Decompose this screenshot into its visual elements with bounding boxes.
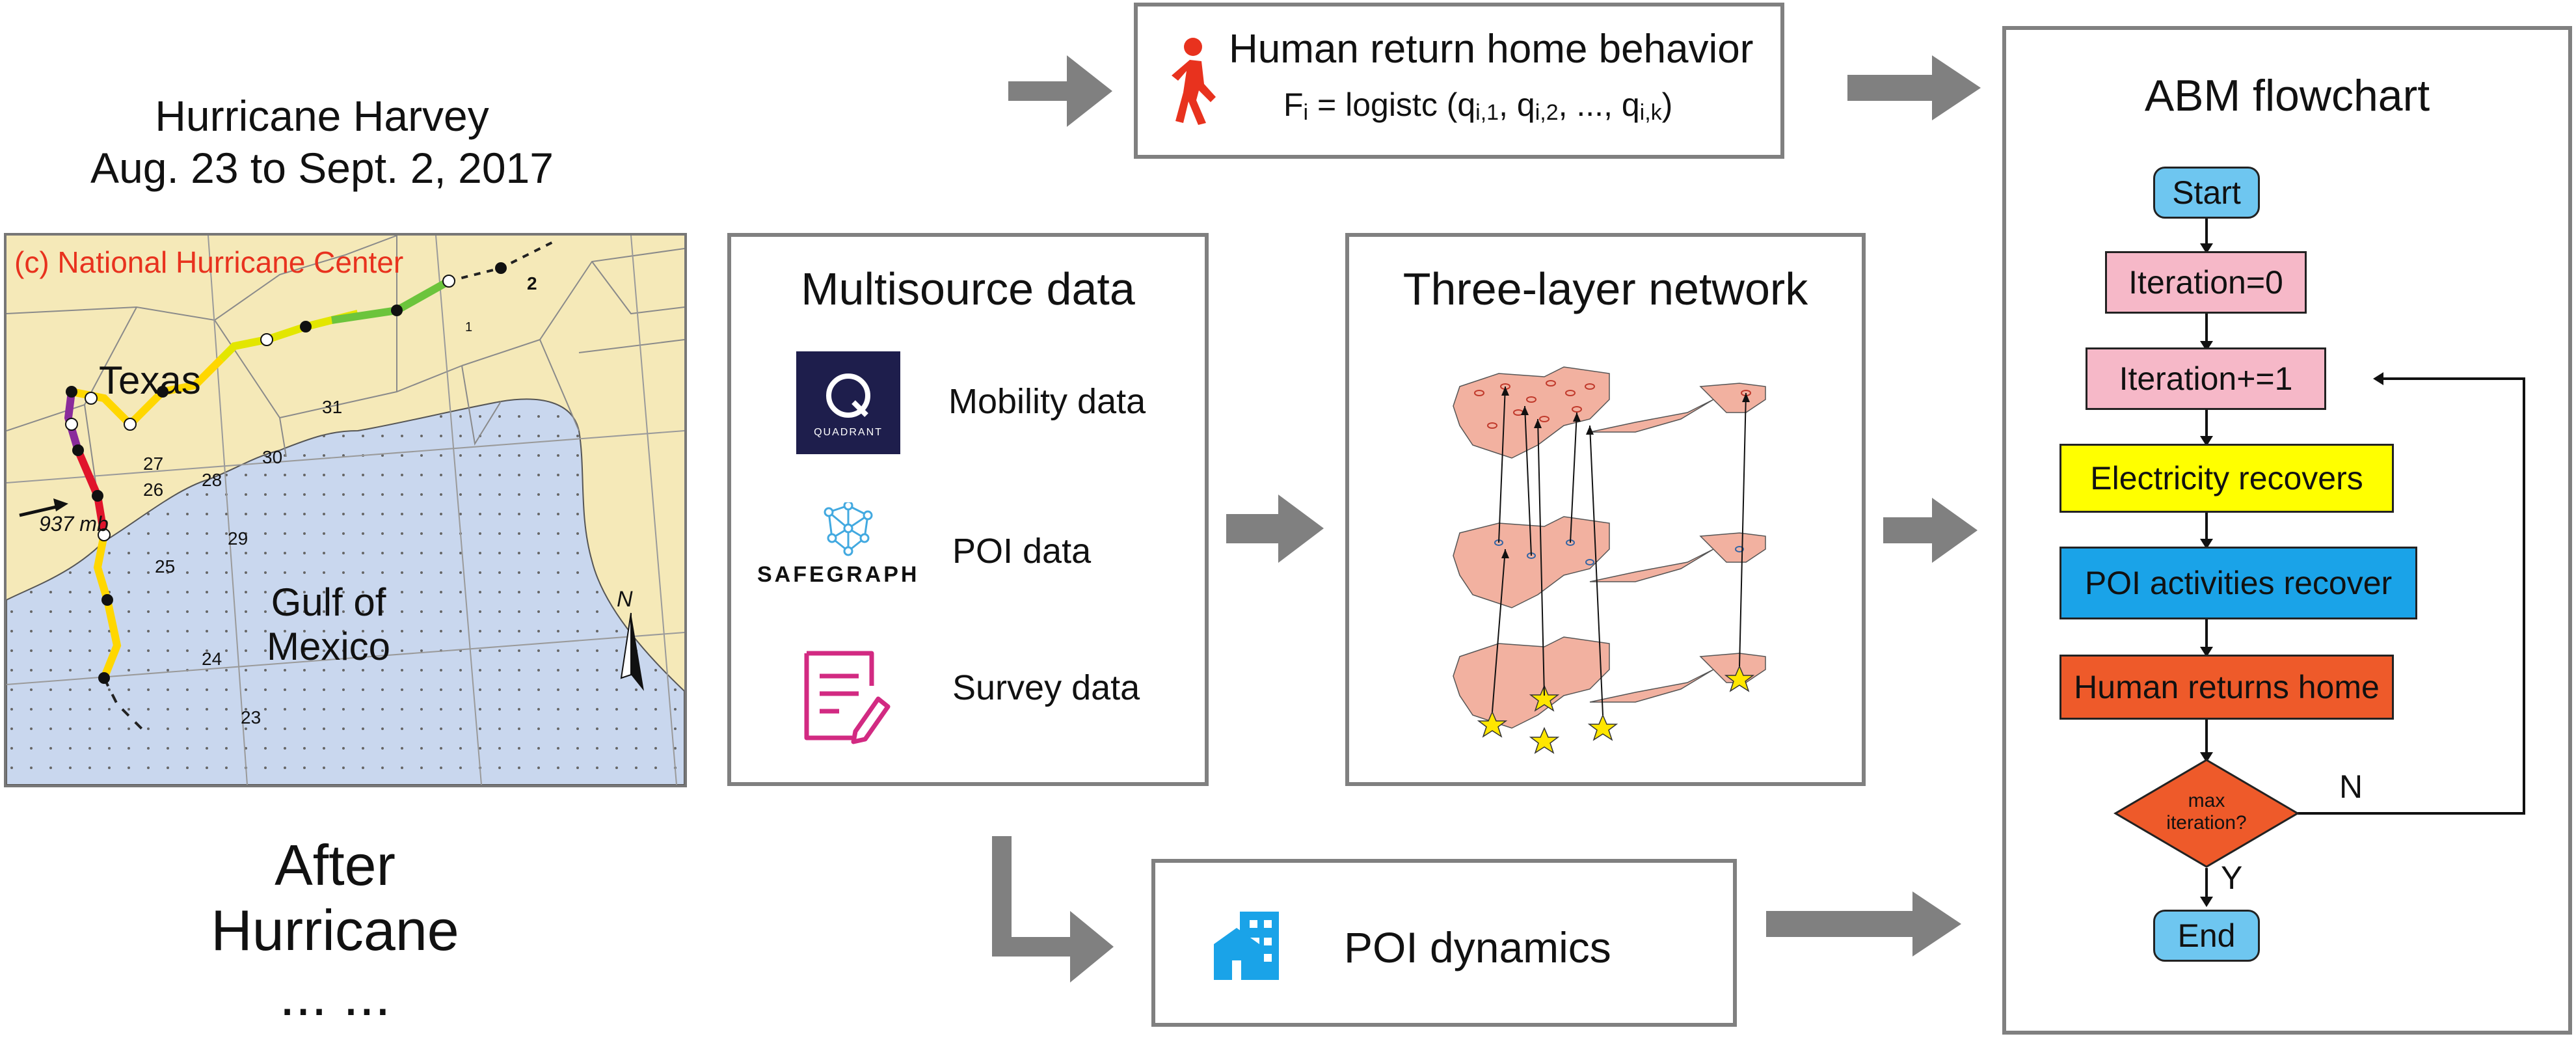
- network-diagram: [1453, 366, 1766, 754]
- formula-sep2: , ..., q: [1558, 87, 1640, 123]
- decision-line2: iteration?: [2166, 812, 2247, 834]
- mobility-data-label: Mobility data: [948, 382, 1146, 421]
- formula-sub1: i,1: [1475, 100, 1499, 125]
- map-layer-top: [1453, 366, 1610, 459]
- poi-activities-recover-node: POI activities recover: [2059, 547, 2417, 619]
- after-line3: ... ...: [279, 963, 391, 1027]
- decision-line1: max: [2188, 790, 2225, 811]
- day-label-26: 26: [143, 480, 164, 500]
- elbow-arrow-down: [992, 836, 1114, 983]
- safegraph-logo: SAFEGRAPH: [757, 500, 939, 587]
- day-label-30: 30: [262, 447, 283, 467]
- quadrant-logo-text: QUADRANT: [814, 427, 883, 438]
- map-layer-bottom: [1453, 636, 1610, 729]
- arrow-network-to-abm: [1883, 498, 1978, 563]
- end-node: End: [2153, 910, 2260, 962]
- after-line2: Hurricane: [211, 898, 459, 962]
- poi-data-label: POI data: [952, 532, 1092, 571]
- day-label-2: 2: [527, 273, 537, 293]
- survey-document-icon: [804, 651, 891, 744]
- abm-title: ABM flowchart: [2144, 71, 2430, 120]
- hurricane-title-line1: Hurricane Harvey: [155, 92, 489, 140]
- poi-dynamics-box: POI dynamics: [1151, 859, 1737, 1027]
- electricity-recovers-node: Electricity recovers: [2059, 444, 2394, 513]
- hurricane-title: Hurricane Harvey Aug. 23 to Sept. 2, 201…: [0, 90, 644, 194]
- day-label-24: 24: [202, 649, 222, 669]
- day-label-25: 25: [155, 556, 176, 577]
- multisource-box: Multisource data QUADRANT Mobility data …: [727, 233, 1209, 786]
- after-line1: After: [275, 833, 396, 897]
- arrow-poi-to-abm: [1766, 891, 1961, 957]
- hurricane-track-map: (c) National Hurricane Center Texas Gulf…: [4, 233, 687, 787]
- abm-connectors: [2113, 217, 2525, 907]
- three-layer-network-box: Three-layer network: [1345, 233, 1866, 786]
- arrow-to-network: [1226, 495, 1324, 563]
- human-returns-home-node: Human returns home: [2059, 655, 2394, 720]
- max-iteration-diamond: [2113, 759, 2300, 868]
- day-label-29: 29: [228, 528, 248, 549]
- human-behavior-box: Human return home behavior Fi = logistc …: [1134, 3, 1784, 159]
- gulf-line1: Gulf of: [271, 580, 386, 624]
- gulf-line2: Mexico: [267, 625, 391, 668]
- day-label-23: 23: [241, 707, 262, 727]
- yes-label: Y: [2221, 860, 2243, 896]
- human-behavior-title: Human return home behavior: [1229, 27, 1754, 72]
- iteration-increment-node: Iteration+=1: [2086, 347, 2326, 410]
- day-label-27: 27: [143, 454, 164, 474]
- day-label-31: 31: [322, 397, 343, 417]
- formula-end: ): [1661, 87, 1673, 123]
- after-hurricane: After Hurricane ... ...: [0, 833, 670, 1028]
- day-label-1: 1: [465, 320, 473, 334]
- formula-sep1: , q: [1499, 87, 1535, 123]
- map-label-gulf: Gulf of Mexico: [267, 580, 390, 669]
- formula-sub2: i,2: [1535, 100, 1559, 125]
- walking-person-icon: [1172, 38, 1216, 125]
- elbow-arrow-up: [989, 55, 1112, 198]
- multisource-title: Multisource data: [801, 264, 1135, 314]
- safegraph-graph-icon: [824, 500, 873, 556]
- start-node: Start: [2153, 167, 2260, 219]
- formula-i: i: [1303, 100, 1309, 125]
- building-icon: [1214, 912, 1279, 980]
- hurricane-title-line2: Aug. 23 to Sept. 2, 2017: [90, 144, 554, 192]
- network-title: Three-layer network: [1402, 264, 1808, 314]
- poi-dynamics-title: POI dynamics: [1344, 923, 1611, 971]
- formula-sub3: i,k: [1639, 100, 1662, 125]
- survey-data-label: Survey data: [952, 668, 1140, 707]
- arrow-human-to-abm: [1847, 55, 1981, 120]
- map-credit: (c) National Hurricane Center: [14, 245, 404, 279]
- iteration-zero-node: Iteration=0: [2105, 251, 2307, 314]
- pressure-label: 937 mb: [39, 512, 109, 536]
- safegraph-logo-text: SAFEGRAPH: [757, 562, 920, 587]
- human-behavior-formula: Fi = logistc (qi,1, qi,2, ..., qi,k): [1283, 86, 1672, 126]
- quadrant-q-icon: [826, 373, 870, 418]
- no-label: N: [2339, 768, 2363, 805]
- abm-flowchart-box: ABM flowchart Start Iteration=0 Iteratio…: [2002, 26, 2572, 1035]
- decision-label: max iteration?: [2141, 790, 2272, 834]
- quadrant-logo: QUADRANT: [796, 351, 900, 454]
- map-label-texas: Texas: [99, 359, 201, 402]
- day-label-28: 28: [202, 470, 222, 490]
- formula-mid: = logistc (q: [1308, 87, 1476, 123]
- north-label: N: [617, 587, 633, 612]
- formula-f: F: [1283, 87, 1304, 123]
